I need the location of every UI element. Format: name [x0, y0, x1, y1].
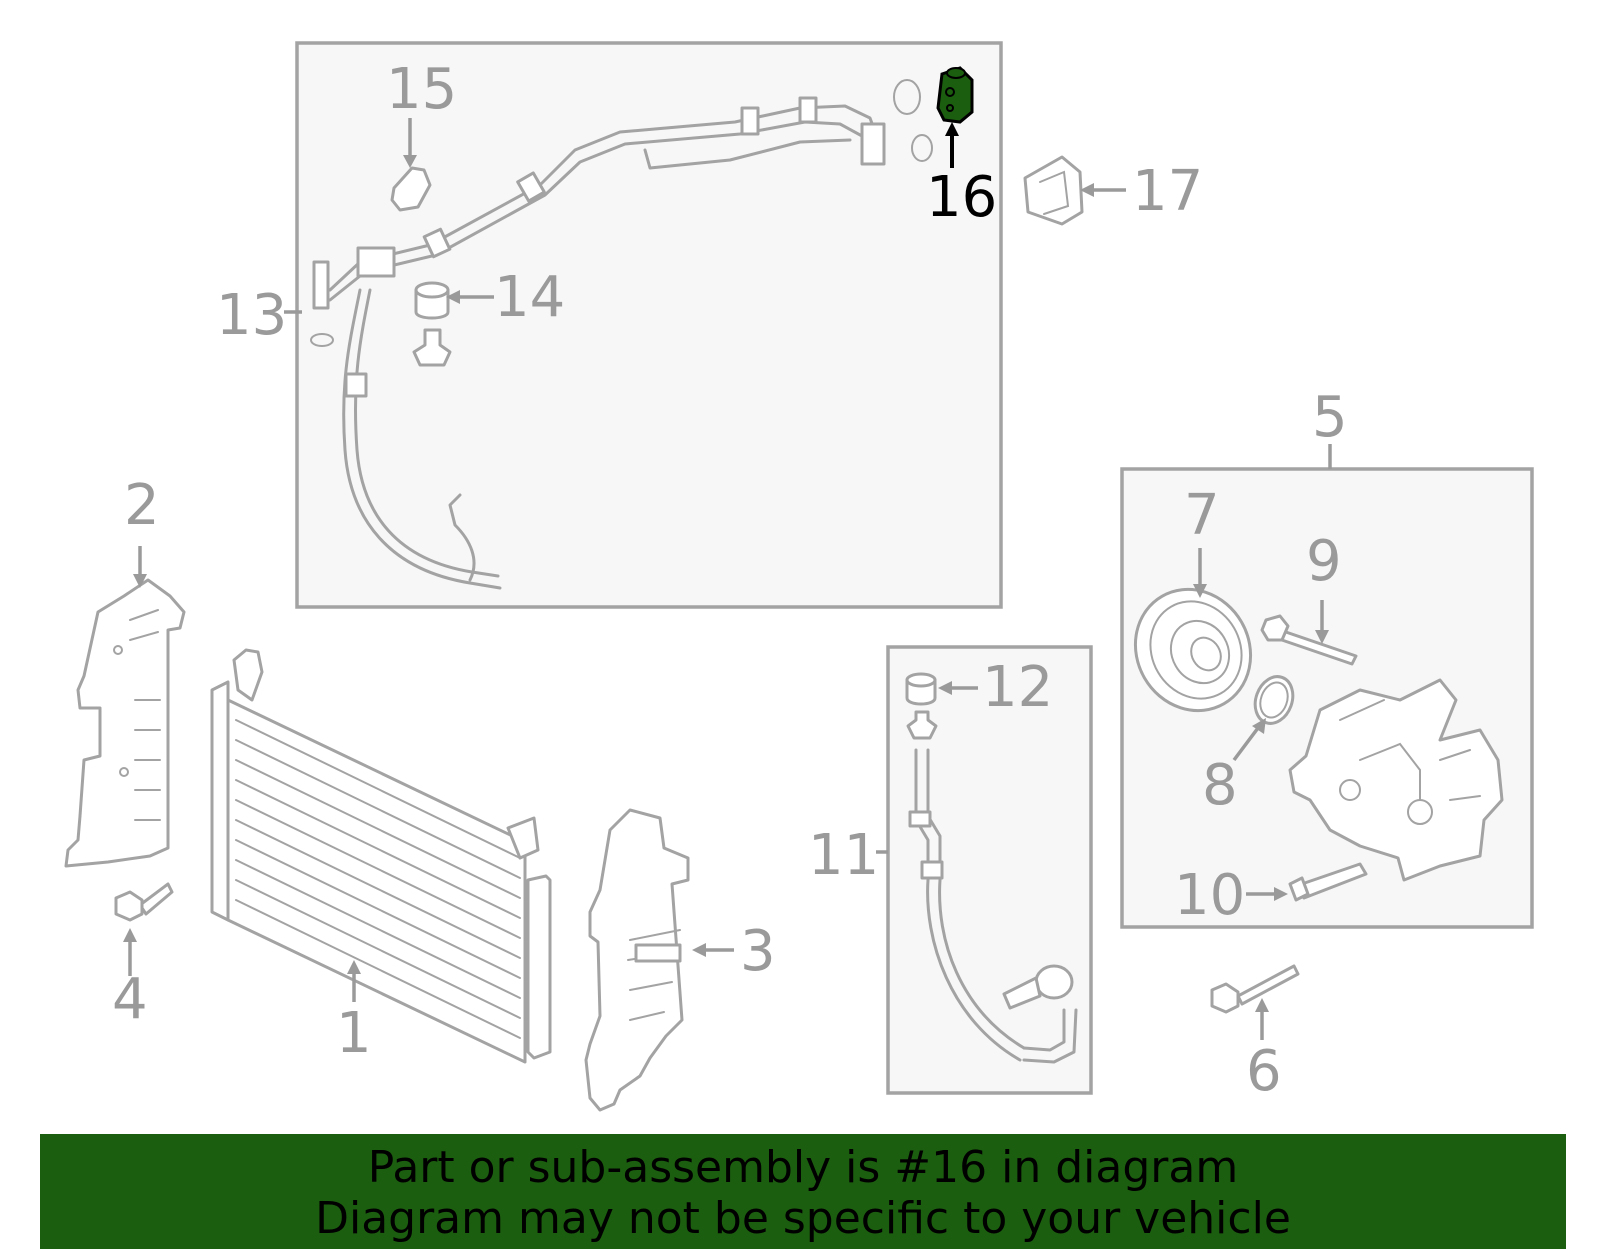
- callout-label-1: 1: [336, 1001, 372, 1066]
- part-8-snap-ring: [1253, 675, 1295, 725]
- callout-label-3: 3: [740, 919, 776, 984]
- callout-label-15: 15: [386, 57, 457, 122]
- part-5-compressor: [1288, 678, 1504, 882]
- callout-label-4: 4: [112, 967, 148, 1032]
- part-17-block: [1023, 155, 1084, 226]
- callout-label-2: 2: [124, 473, 160, 538]
- part-10-valve: [1288, 862, 1368, 902]
- part-3-condenser-bracket-right: [584, 808, 690, 1112]
- callout-label-10: 10: [1174, 863, 1245, 928]
- footer-disclaimer: Diagram may not be specific to your vehi…: [315, 1193, 1291, 1244]
- callout-label-12: 12: [982, 655, 1053, 720]
- part-11-discharge-hose: [908, 748, 1078, 1064]
- group-box-13: [295, 41, 1003, 609]
- part-14-service-valve-cap: [412, 281, 452, 367]
- part-4-bolt: [114, 882, 174, 922]
- callout-label-7: 7: [1184, 483, 1220, 548]
- callout-label-13: 13: [216, 283, 287, 348]
- part-1-condenser: [210, 648, 552, 1064]
- part-15-pressure-switch: [390, 166, 432, 212]
- callout-label-6: 6: [1246, 1039, 1282, 1104]
- footer-banner: Part or sub-assembly is #16 in diagram D…: [40, 1134, 1566, 1249]
- part-2-condenser-bracket-left: [64, 578, 186, 868]
- part-9-bolt: [1260, 614, 1358, 666]
- callout-label-5: 5: [1312, 385, 1348, 450]
- part-13-ac-line-assembly: [310, 79, 933, 590]
- callout-label-14: 14: [494, 265, 565, 330]
- part-12-cap: [905, 672, 938, 740]
- callout-label-17: 17: [1132, 159, 1203, 224]
- callout-label-8: 8: [1202, 753, 1238, 818]
- part-16-expansion-valve: [936, 66, 974, 124]
- footer-part-note: Part or sub-assembly is #16 in diagram: [367, 1142, 1239, 1193]
- callout-arrows: [123, 118, 1332, 1040]
- part-6-bolt: [1210, 964, 1300, 1014]
- callout-label-11: 11: [808, 823, 879, 888]
- callout-label-16: 16: [926, 165, 997, 230]
- part-7-clutch-pulley: [1133, 587, 1253, 713]
- callout-label-9: 9: [1306, 529, 1342, 594]
